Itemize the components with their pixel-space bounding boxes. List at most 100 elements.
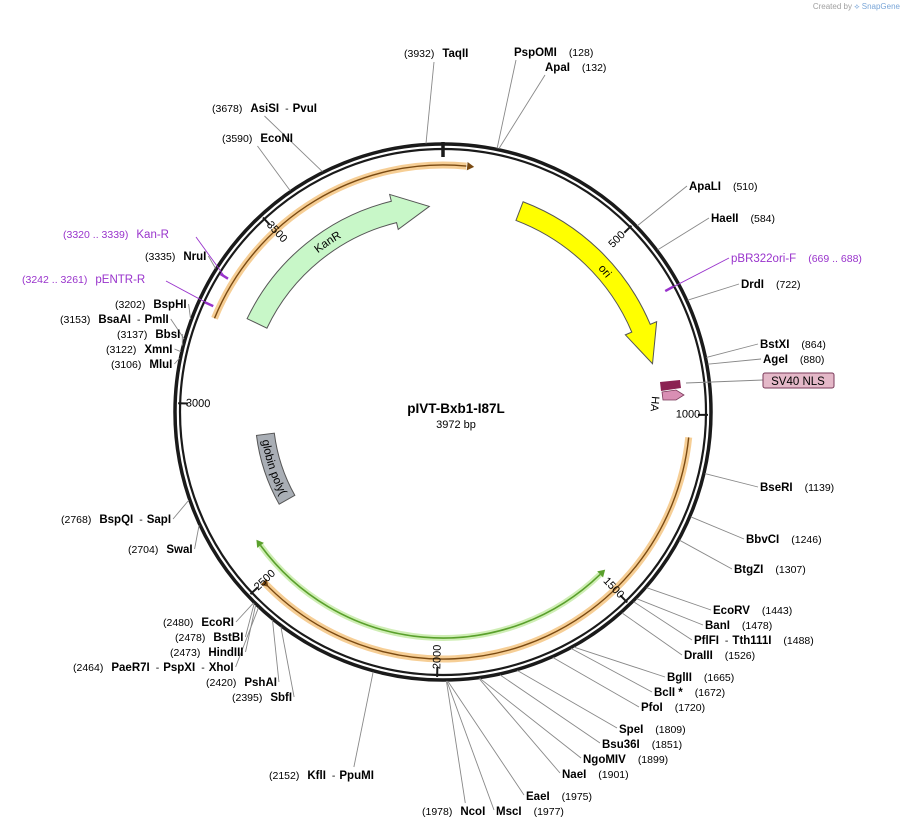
restriction-site: MscI(1977) (496, 806, 564, 818)
site-position: (3335) (145, 251, 175, 263)
site-position: (722) (776, 279, 801, 291)
site-position: (2420) (206, 677, 236, 689)
site-position: (1672) (695, 687, 725, 699)
snapgene-logo: ⟡ (854, 2, 860, 11)
site-label: BglII(1665) (667, 672, 734, 684)
site-label: (2478) BstBI (175, 632, 243, 644)
site-name: KflI (307, 770, 326, 782)
restriction-site: (2420)PshAI (206, 677, 277, 689)
restriction-site: (2478) BstBI (175, 632, 243, 644)
site-leader (690, 516, 745, 540)
site-name-2: PpuMI (339, 770, 374, 782)
site-name: PfoI (641, 702, 663, 714)
site-leader (479, 678, 582, 759)
primer-site: pBR322ori-F(669 .. 688) (664, 253, 862, 293)
restriction-site: (2480)EcoRI (163, 617, 234, 629)
tick-mark (249, 586, 259, 595)
site-name: BsaAI (98, 314, 131, 326)
restriction-site: BanI(1478) (705, 620, 772, 632)
site-position: (3137) (117, 329, 147, 341)
site-name: BspHI (153, 299, 186, 311)
restriction-site: BbvCI(1246) (746, 534, 822, 546)
site-leader (573, 646, 666, 678)
site-name: XmnI (144, 344, 172, 356)
site-position: (1809) (655, 724, 685, 736)
site-position: (2768) (61, 514, 91, 526)
ha-label: HA (648, 396, 661, 413)
site-position: (1975) (562, 791, 592, 803)
site-name: MluI (149, 359, 172, 371)
restriction-site: DrdI(722) (741, 279, 801, 291)
site-name: PflFI (694, 635, 719, 647)
nls-label-box (762, 372, 835, 389)
site-leader (174, 348, 182, 353)
restriction-site: (2704)SwaI (128, 544, 193, 556)
primer-site: (3242 .. 3261)pENTR-R (22, 274, 214, 308)
nls-label: SV40 NLS (771, 376, 825, 388)
site-position: (2473) (170, 647, 200, 659)
site-name: NcoI (460, 806, 485, 818)
restriction-site: BseRI(1139) (760, 482, 834, 494)
site-leader (496, 59, 517, 149)
site-label: BanI(1478) (705, 620, 772, 632)
site-leader (679, 539, 733, 570)
site-leader (498, 74, 546, 150)
restriction-site: (3153)BsaAI-PmlI (60, 314, 169, 326)
site-name-2: Tth111I (732, 635, 771, 647)
site-name: BstXI (760, 339, 789, 351)
site-leader (207, 255, 216, 269)
site-name: AsiSI (250, 103, 279, 115)
site-position: (880) (800, 354, 825, 366)
restriction-site: PfoI (1720) (641, 702, 705, 714)
site-position: (1720) (675, 702, 705, 714)
annotation-bands-layer (211, 161, 693, 663)
site-label: (2464)PaeR7I-PspXI-XhoI (73, 662, 234, 674)
restriction-site: (3678)AsiSI-PvuI (212, 103, 317, 115)
site-dash: - (725, 635, 729, 647)
site-position: (1526) (725, 650, 755, 662)
site-label: BstXI(864) (760, 339, 826, 351)
site-dash: - (201, 662, 205, 674)
site-name: BbsI (155, 329, 180, 341)
site-name: BstBI (213, 632, 243, 644)
site-name-2: PspXI (163, 662, 195, 674)
site-name: SbfI (270, 692, 292, 704)
site-position: (1246) (791, 534, 821, 546)
site-label: SpeI (1809) (619, 724, 686, 736)
site-leader (657, 217, 710, 251)
site-position: (584) (751, 213, 776, 225)
restriction-site: (3932)TaqII (404, 48, 468, 60)
restriction-site: NaeI(1901) (562, 769, 629, 781)
site-label: (3678)AsiSI-PvuI (212, 103, 317, 115)
site-label: (2420)PshAI (206, 677, 277, 689)
site-position: (1899) (638, 754, 668, 766)
site-position: (3153) (60, 314, 90, 326)
site-position: (2152) (269, 770, 299, 782)
site-leader (552, 657, 640, 708)
site-leader (687, 283, 740, 301)
restriction-site: Bsu36I(1851) (602, 739, 682, 751)
site-dash: - (137, 314, 141, 326)
site-leader (445, 680, 466, 804)
primer-leader (165, 280, 210, 305)
site-leader (704, 473, 759, 488)
site-dash: - (156, 662, 160, 674)
site-name: SpeI (619, 724, 643, 736)
site-name-2: SapI (147, 514, 171, 526)
tick-label: 3000 (186, 397, 211, 410)
site-label: BtgZI(1307) (734, 564, 806, 576)
restriction-site: (3590)EcoNI (222, 133, 293, 145)
restriction-site: (3137) BbsI (117, 329, 180, 341)
feature--globin-poly-a- (255, 432, 296, 505)
site-leader (172, 499, 190, 520)
site-position: (3590) (222, 133, 252, 145)
site-leader (174, 358, 180, 365)
site-position: (1478) (742, 620, 772, 632)
site-position: (1851) (652, 739, 682, 751)
restriction-site: SpeI (1809) (619, 724, 686, 736)
site-leader (235, 607, 259, 668)
site-leader (636, 185, 688, 227)
site-position: (2478) (175, 632, 205, 644)
site-position: (1978) (422, 806, 452, 818)
